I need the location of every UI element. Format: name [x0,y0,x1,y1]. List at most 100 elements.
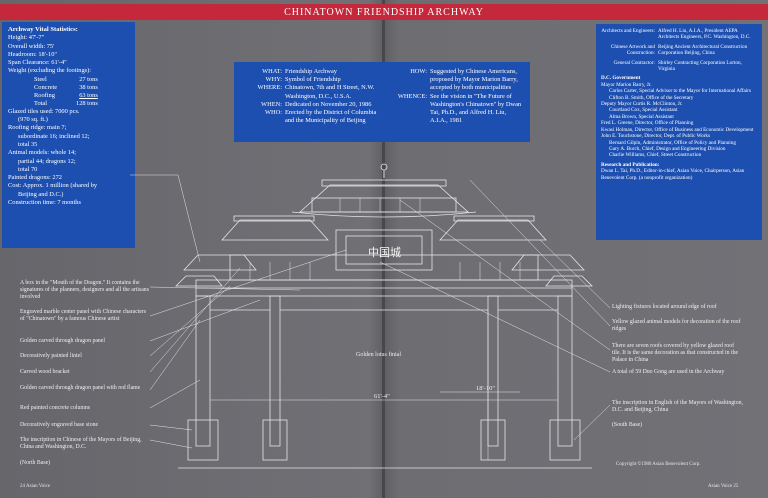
summary-key: HOW: [410,68,427,75]
dc-government-list: Mayor Marion Barry, Jr.Carlos Carter, Sp… [601,82,757,159]
vitals-line: Painted dragons: 272 [8,174,62,182]
vitals-line: Animal models: whole 14; [8,149,76,157]
left-roof [221,219,329,241]
summary-row: HOW:Suggested by Chinese Americans, prop… [387,68,522,93]
summary-row: WHAT:Friendship Archway [242,68,377,76]
summary-key: WHERE: [257,84,283,92]
right-callout: There are seven roofs covered by yellow … [612,343,739,363]
research-text: Dwan L. Tai, Ph.D., Editor-in-chief, Asi… [601,168,745,181]
page-title: CHINATOWN FRIENDSHIP ARCHWAY [284,6,484,18]
summary-row: WHO:Erected by the District of Columbia … [242,109,377,125]
summary-value: Erected by the District of Columbia and … [285,109,377,125]
summary-value: Friendship Archway [285,68,338,75]
weight-item: Steel [34,75,47,83]
weight-item: Concrete [34,83,58,91]
dc-official: Kwasi Holman, Director, Office of Busine… [601,126,754,133]
far-left-roof [183,254,257,271]
credit-name: Alfred H. Liu, A.I.A., President AEPA Ar… [658,28,751,41]
column-4 [557,295,573,447]
dc-official: Fred L. Greene, Director, Office of Plan… [601,120,694,127]
left-callout: Decoratively painted lintel [20,353,82,359]
dc-official: Alma Brown, Special Assistant [609,113,674,120]
vitals-line: Weight (excluding the footings): [8,67,92,75]
summary-value: See the vision in "The Future of Washing… [430,92,522,125]
vitals-line: Glazed tiles used: 7000 pcs. [8,107,80,115]
left-callout: Carved wood bracket [20,369,70,375]
vital-statistics-box: Archway Vital Statistics: Height: 47'-7"… [2,22,135,248]
summary-key: WHO: [264,109,282,117]
left-callout: Red painted concrete columns [20,405,91,411]
vitals-line: Construction time: 7 months [8,199,81,207]
weight-value: 27 tons [79,75,98,83]
dc-official: Charlie Williams, Chief, Street Construc… [609,152,702,159]
credits-top: Architects and Engineers:Alfred H. Liu, … [601,28,757,72]
vitals-lines-a: Height: 47'-7"Overall width: 75'Headroom… [8,34,129,75]
vitals-line: Beijing and D.C.) [18,190,64,198]
credit-name: Beijing Ancient Architectural Constructi… [658,43,748,57]
dc-official: Carlos Carter, Special Advisor to the Ma… [609,88,752,95]
left-callout: Golden carved through dragon panel [20,338,105,344]
copyright: Copyright ©1986 Asian Benevolent Corp. [616,462,701,467]
credit-row: Chinese Artwork and Construction:Beijing… [601,44,757,57]
credits-box: Architects and Engineers:Alfred H. Liu, … [596,24,762,240]
finial-label: Golden lotus finial [356,351,401,358]
vitals-line: (970 sq. ft.) [18,116,48,124]
dc-official: Bernard Gilpin, Administrator, Office of… [609,139,736,146]
left-callout: (North Base) [20,460,51,466]
title-bar: CHINATOWN FRIENDSHIP ARCHWAY [0,4,768,20]
page-fold [382,0,385,498]
dc-official: Gary A. Burch, Chief, Design and Enginee… [609,145,726,152]
vitals-lines-b: Glazed tiles used: 7000 pcs.(970 sq. ft.… [8,108,129,208]
vitals-line: Span Clearance: 61'-4" [8,59,67,67]
summary-key: WHENCE: [397,92,427,100]
summary-key: WHEN: [261,100,282,108]
far-right-roof [511,254,585,271]
weight-row: Roofing 63 tons [8,92,100,100]
vitals-line: Overall width: 75' [8,42,55,50]
weight-value: 38 tons [79,83,98,91]
span-dimension-label: 61'-4" [374,393,390,400]
left-callout: A box in the "Mouth of the Dragon." It c… [20,280,149,300]
summary-row: WHENCE:See the vision in "The Future of … [387,93,522,126]
left-callout: Golden carved through dragon panel with … [20,385,141,391]
column-2 [269,295,281,447]
weight-value: 63 tons [79,91,98,99]
credit-row: Architects and Engineers:Alfred H. Liu, … [601,28,757,41]
right-callout: Lighting fixtures located around edge of… [612,304,717,310]
headroom-dimension-label: 18'-10" [476,385,495,392]
weight-row: Concrete 38 tons [8,84,100,92]
summary-value: Chinatown, 7th and H Street, N.W. Washin… [285,84,375,100]
summary-row: WHY:Symbol of Friendship [242,76,377,84]
weight-item: Total [34,99,48,107]
vitals-line: partial 44; dragons 12; [18,157,76,165]
credit-role: Architects and Engineers: [601,28,655,34]
right-callout: A total of 59 Duo Gong are used in the A… [612,369,725,375]
vitals-line: subordinate 16; inclined 12; [18,132,90,140]
base-stone-2 [262,419,288,461]
right-callout: Yellow glazed animal models for decorati… [612,319,741,332]
main-roof [298,184,470,213]
credit-name: Shirley Contracting Corporation Lorton, … [658,59,742,73]
weight-item: Roofing [34,91,55,99]
left-callout: Engraved marble center panel with Chines… [20,309,147,322]
base-stone-3 [480,419,506,461]
base-stone-1 [187,419,219,461]
dc-official: John E. Touchstone, Director, Dept. of P… [601,133,711,140]
footer-right: Asian Voice 25 [708,484,739,489]
vitals-line: total 70 [18,165,38,173]
summary-key: WHY: [265,76,282,84]
panel-characters: 中国城 [368,246,401,259]
summary-value: Symbol of Friendship [285,76,341,84]
vitals-line: Height: 47'-7" [8,34,45,42]
vitals-line: Roofing ridge: main 7; [8,124,67,132]
vitals-heading: Archway Vital Statistics: [8,26,78,33]
summary-value: Dedicated on November 20, 1986 [285,100,372,108]
vitals-line: Cost: Approx. 1 million (shared by [8,182,98,190]
dc-official: Deputy Mayor Curtis R. McClinton, Jr. [601,101,683,108]
summary-right-column: HOW:Suggested by Chinese Americans, prop… [387,68,522,136]
summary-row: WHERE:Chinatown, 7th and H Street, N.W. … [242,84,377,100]
